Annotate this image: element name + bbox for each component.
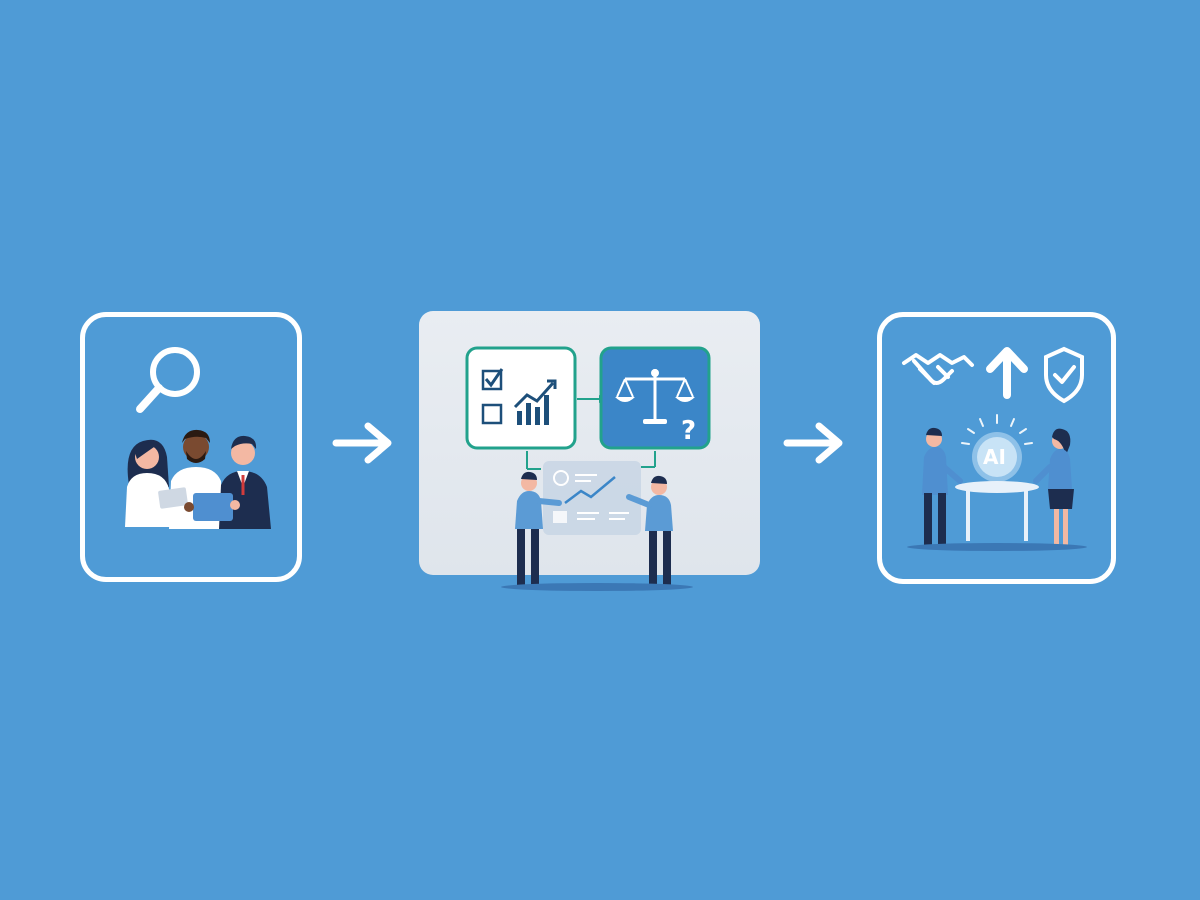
team-icon (125, 429, 271, 529)
handshake-icon (902, 353, 974, 385)
checklist-chart-icon (465, 346, 577, 450)
step-1-illustration (125, 347, 271, 529)
question-mark: ? (681, 416, 696, 446)
up-arrow-icon (986, 347, 1028, 399)
shield-check-icon (1044, 346, 1084, 404)
ai-table-icon: AI (907, 414, 1087, 551)
arrow-right-icon (332, 420, 396, 466)
step-3-panel: AI (877, 312, 1116, 584)
presenters-icon (501, 461, 693, 591)
arrow-right-icon (783, 420, 847, 466)
magnifier-icon (136, 347, 200, 413)
scales-question-icon: ? (599, 346, 711, 450)
ai-label: AI (983, 445, 1006, 469)
step-2-panel: ? (419, 311, 760, 591)
step-2-illustration: ? (465, 346, 711, 591)
step-3-illustration: AI (902, 346, 1087, 551)
step-1-panel (80, 312, 302, 582)
